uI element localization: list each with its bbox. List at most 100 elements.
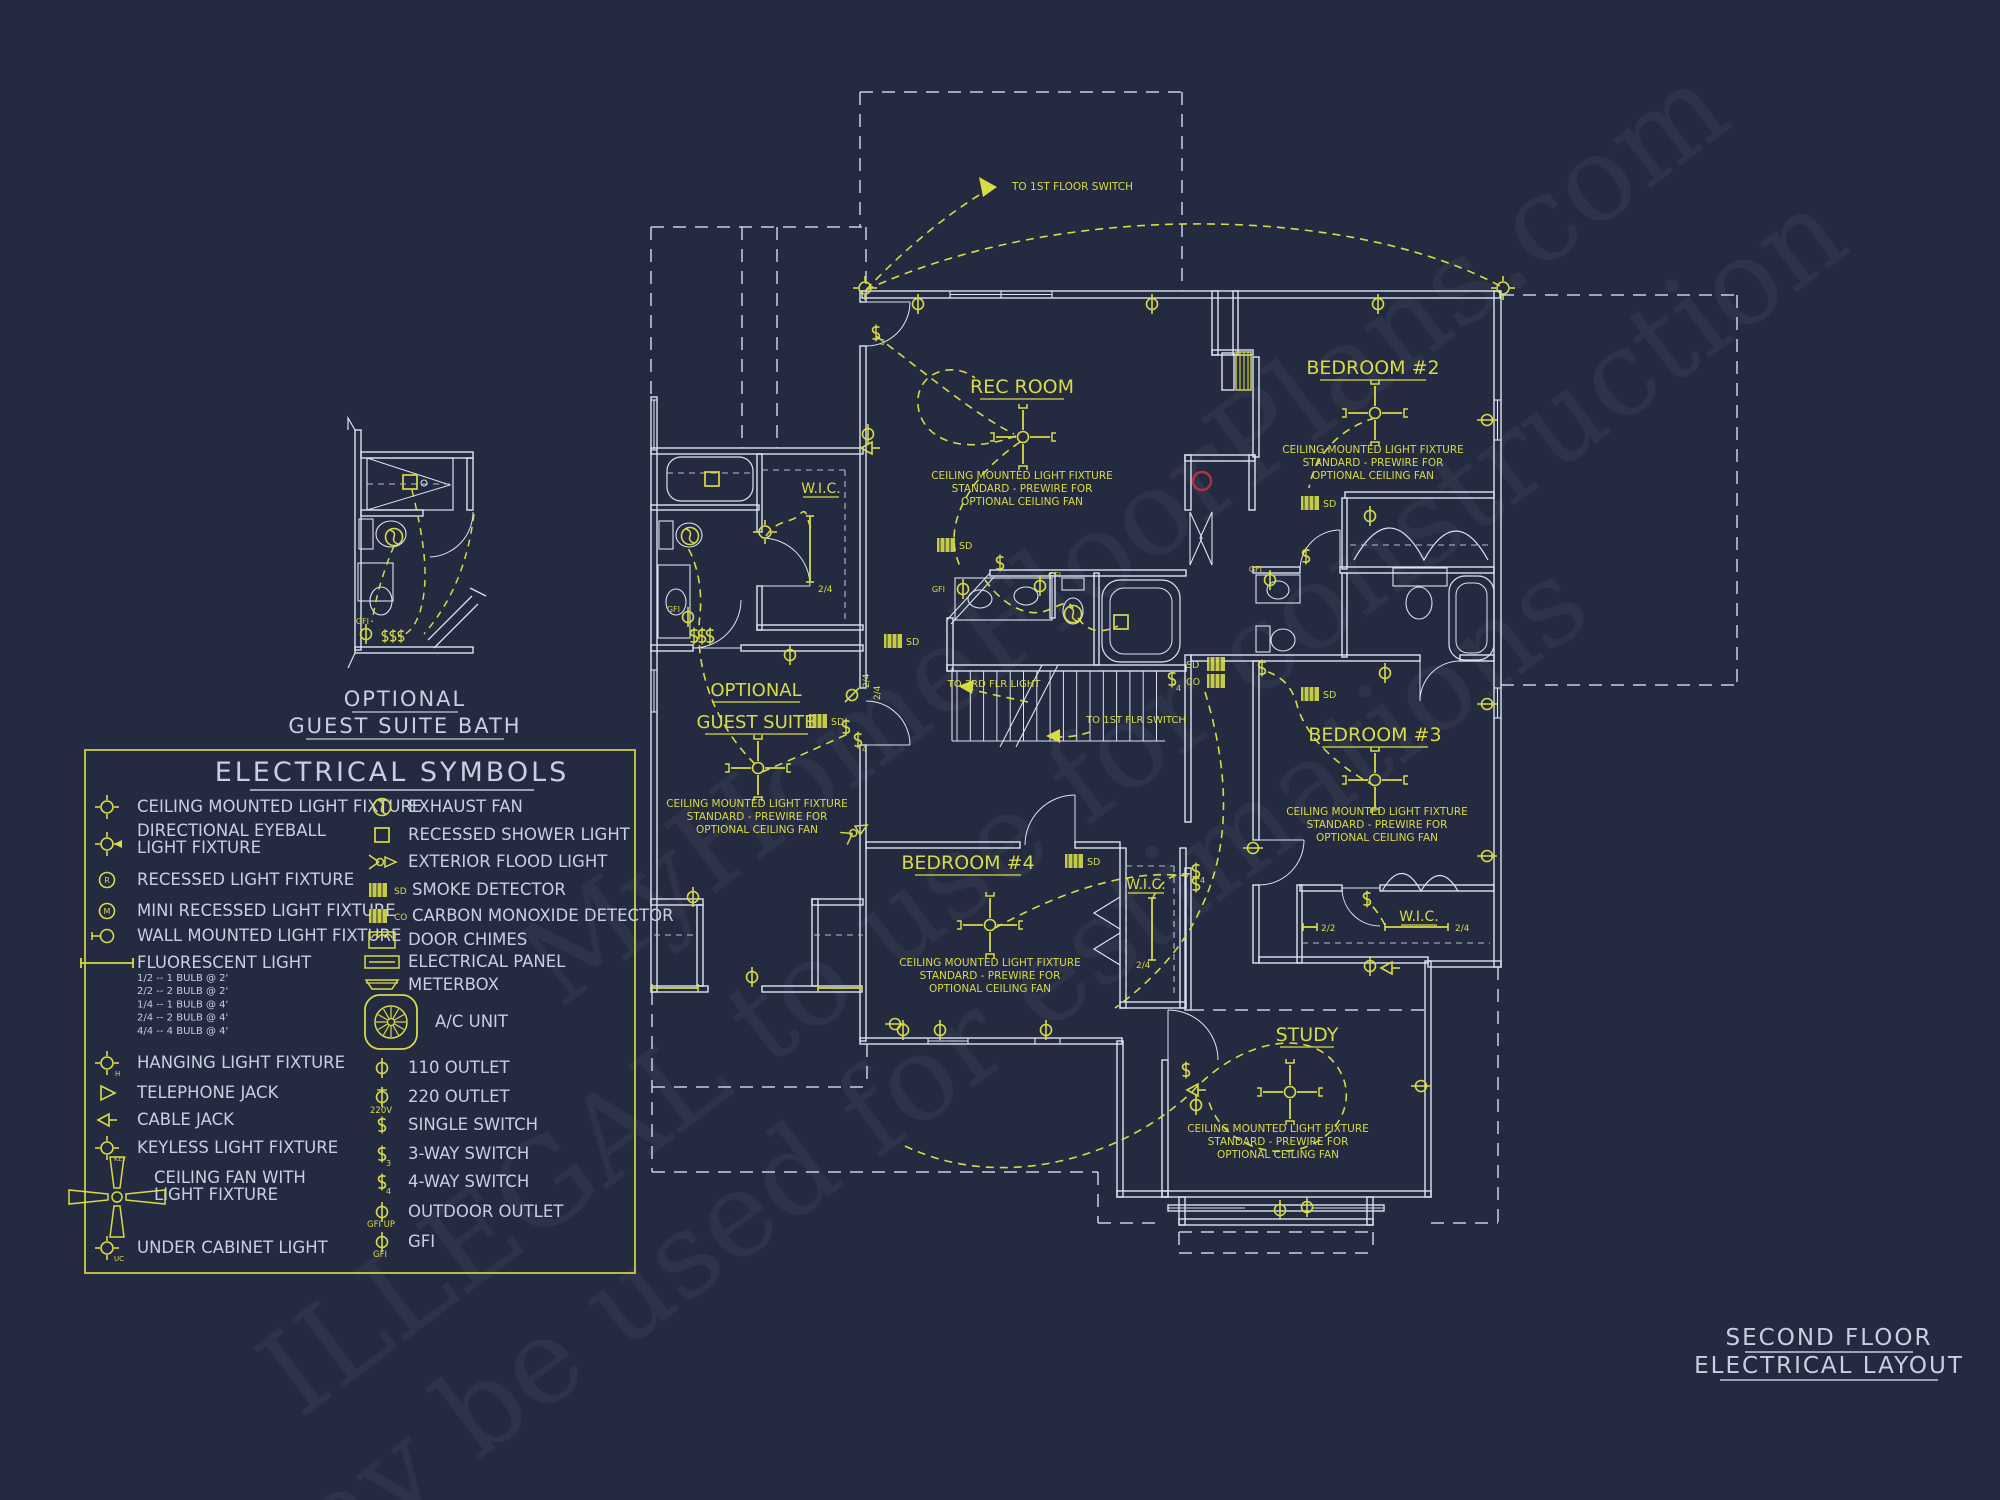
wall-segment [859, 1037, 1123, 1045]
toilet-tank [1255, 625, 1271, 653]
plan-text: BEDROOM #4 [901, 852, 1034, 874]
plan-text: STANDARD - PREWIRE FOR [920, 970, 1061, 982]
path [366, 457, 452, 511]
text: ELECTRICAL PANEL [408, 952, 566, 971]
toilet-tank [358, 518, 374, 550]
text: KEYLESS LIGHT FIXTURE [137, 1138, 338, 1157]
text: 2/4 -- 2 BULB @ 4' [137, 1013, 228, 1024]
text: OUTDOOR OUTLET [408, 1202, 564, 1221]
flue-marker [1191, 470, 1213, 492]
wiring-arc [1308, 417, 1376, 489]
toilet [375, 520, 407, 548]
sink [967, 589, 993, 609]
wiring-arc [865, 189, 989, 291]
plan-text: 2/2 [1321, 924, 1335, 934]
plan-text: CEILING MOUNTED LIGHT FIXTURE [666, 798, 848, 810]
legend-title: ELECTRICAL SYMBOLS [215, 757, 570, 788]
wall-segment [1344, 491, 1495, 499]
wiring-arc [1267, 671, 1376, 787]
text: 220 OUTLET [408, 1087, 510, 1106]
text: EXHAUST FAN [408, 797, 523, 816]
text: 4-WAY SWITCH [408, 1172, 529, 1191]
text: 2/2 -- 2 BULB @ 2' [137, 986, 228, 997]
smoke-detector-icon [1065, 854, 1083, 868]
text: CO [1186, 677, 1200, 688]
wiring-arc [761, 732, 851, 773]
wall-segment [859, 290, 867, 303]
wall-segment [1341, 572, 1348, 658]
wall-segment [1258, 956, 1429, 964]
plan-text: 2/4 [818, 585, 833, 595]
single-switch-icon [705, 626, 715, 646]
door-swing [865, 301, 911, 347]
single-switch-icon [1191, 874, 1201, 894]
text: SD [1186, 660, 1199, 671]
wiring-arc [984, 579, 1074, 614]
door-swing [692, 599, 742, 649]
plan-text: W.I.C. [1126, 877, 1166, 893]
wall-segment [466, 457, 474, 511]
text: CEILING MOUNTED LIGHT FIXTURE [137, 797, 422, 816]
text: GFI [408, 1232, 435, 1251]
wiring-arc [994, 873, 1189, 929]
text: SD [1323, 690, 1336, 701]
plan-text: W.I.C. [1399, 909, 1439, 925]
smoke-detector-icon [1301, 687, 1319, 701]
wall-segment [1116, 1190, 1169, 1198]
plan-text: TO 3RD FLR LIGHT [947, 679, 1042, 690]
wall-segment [1252, 356, 1260, 458]
wall-segment [650, 504, 760, 511]
bathtub [1448, 575, 1495, 661]
sheet-title: SECOND FLOOR [1726, 1325, 1933, 1351]
plan-text: GFI [1249, 565, 1262, 574]
plan-text: GFI [932, 585, 945, 594]
plan-text: REC ROOM [970, 376, 1074, 398]
toilet [1270, 628, 1296, 652]
bathtub [1101, 579, 1181, 663]
single-switch-icon [397, 628, 405, 644]
path [469, 587, 487, 597]
single-switch-icon [1362, 889, 1372, 909]
plan-text: 2/4 [1455, 924, 1470, 934]
smoke-detector-icon [884, 634, 902, 648]
text: CABLE JACK [137, 1110, 235, 1129]
wall-segment [1178, 1218, 1374, 1226]
angled-wall [427, 595, 479, 649]
wall-segment [696, 904, 704, 987]
text: GFI [373, 1250, 387, 1260]
wall-segment [1252, 660, 1260, 841]
detail-title: GUEST SUITE BATH [288, 714, 521, 738]
wall-segment [861, 290, 1501, 299]
text: TELEPHONE JACK [136, 1083, 280, 1102]
text: METERBOX [408, 975, 499, 994]
single-switch-icon [381, 628, 389, 644]
wire-arrow [958, 680, 974, 694]
wall-segment [1119, 1001, 1187, 1009]
plan-text: GUEST SUITE [697, 712, 816, 733]
plan-line [999, 664, 1043, 748]
wiring-arc [904, 1091, 1193, 1169]
text: SD [831, 717, 844, 728]
electrical-symbols-legend: ELECTRICAL SYMBOLS CEILING MOUNTED LIGHT … [68, 749, 674, 1274]
carbon-monoxide-detector-icon [1207, 674, 1225, 688]
text: SMOKE DETECTOR [412, 880, 566, 899]
text: 220V [370, 1106, 392, 1116]
smoke-detector-icon [1301, 496, 1319, 510]
closet-hanging [1381, 873, 1459, 893]
text: LIGHT FIXTURE [154, 1185, 278, 1204]
text: EXTERIOR FLOOD LIGHT [408, 852, 608, 871]
door-swing [1024, 794, 1076, 846]
text: CEILING FAN WITH [154, 1168, 306, 1187]
text: RECESSED SHOWER LIGHT [408, 825, 631, 844]
wiring-arc [371, 545, 395, 623]
wiring-arc [953, 441, 1021, 571]
vanity [954, 577, 1053, 621]
text: MINI RECESSED LIGHT FIXTURE [137, 901, 396, 920]
single-switch-icon [995, 553, 1005, 573]
plan-text: GFI [667, 605, 680, 614]
plan-text: OPTIONAL CEILING FAN [1217, 1149, 1339, 1161]
door-swing [1167, 1009, 1219, 1061]
plan-text: TO 1ST FLOOR SWITCH [1011, 181, 1133, 193]
